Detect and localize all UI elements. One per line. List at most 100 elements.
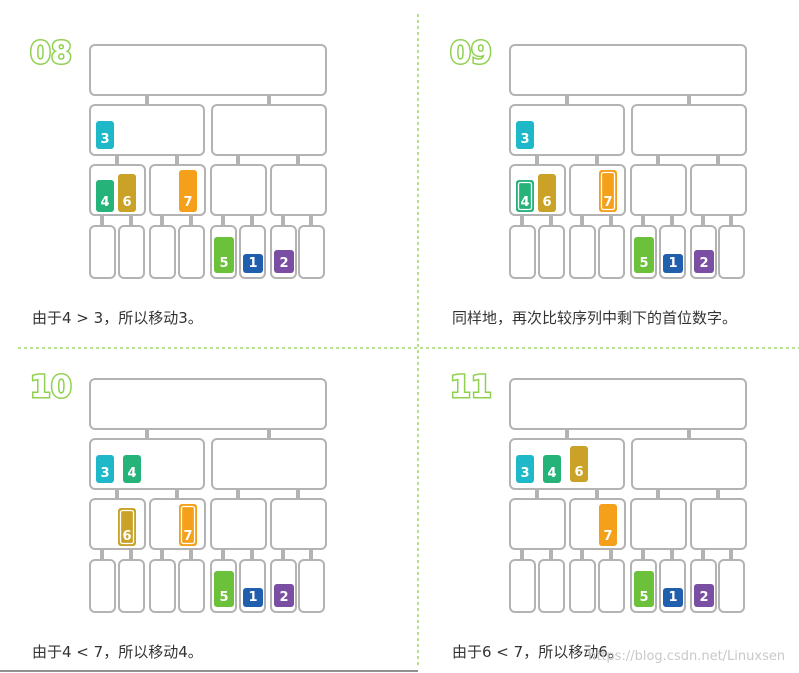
number-card-label: 2: [699, 256, 708, 271]
leaf-box-4: [178, 225, 205, 279]
tree-connector: [701, 549, 705, 560]
number-card-2: 2: [274, 584, 294, 607]
tree-connector: [729, 549, 733, 560]
leaf-box-3: [149, 225, 176, 279]
tree-connector: [100, 215, 104, 226]
watermark: https://blog.csdn.net/Linuxsen: [588, 649, 785, 664]
level1-left-box: [89, 438, 205, 490]
number-card-label: 2: [279, 590, 288, 605]
number-card-2: 2: [694, 250, 714, 273]
number-card-body: [179, 170, 197, 212]
tree-connector: [129, 549, 133, 560]
number-card-4: 4: [123, 455, 141, 483]
tree-connector: [115, 155, 119, 165]
step-number: 10: [30, 370, 72, 405]
tree-connector: [520, 549, 524, 560]
tree-connector: [189, 215, 193, 226]
tree-connector: [236, 155, 240, 165]
tree-connector: [100, 549, 104, 560]
tree-connector: [549, 549, 553, 560]
selected-ring: [119, 509, 135, 545]
tree-connector: [129, 215, 133, 226]
number-card-label: 4: [127, 466, 136, 481]
tree-connector: [309, 549, 313, 560]
number-card-5: 5: [214, 571, 234, 607]
number-card-7: 7: [599, 170, 617, 212]
tree-connector: [729, 215, 733, 226]
level2-box-4: [270, 164, 327, 216]
number-card-3: 3: [96, 121, 114, 149]
number-card-body: [243, 588, 263, 607]
tree-connector: [221, 549, 225, 560]
tree-connector: [549, 215, 553, 226]
tree-connector: [687, 429, 691, 439]
tree-connector: [160, 549, 164, 560]
number-card-body: [516, 121, 534, 149]
number-card-6: 6: [538, 174, 556, 212]
number-card-body: [694, 250, 714, 273]
number-card-label: 5: [639, 256, 648, 271]
number-card-body: [599, 170, 617, 212]
selected-ring: [517, 181, 533, 211]
number-card-label: 1: [248, 256, 257, 271]
number-card-label: 7: [183, 529, 192, 544]
number-card-body: [274, 250, 294, 273]
number-card-3: 3: [516, 121, 534, 149]
level2-box-4: [690, 164, 747, 216]
leaf-box-2: [118, 225, 145, 279]
tree-connector: [281, 549, 285, 560]
number-card-body: [123, 455, 141, 483]
leaf-box-4: [178, 559, 205, 613]
selected-ring: [600, 171, 616, 211]
leaf-box-3: [569, 225, 596, 279]
level1-right-box: [211, 438, 327, 490]
number-card-2: 2: [694, 584, 714, 607]
leaf-box-3: [149, 559, 176, 613]
number-card-body: [570, 446, 588, 482]
number-card-label: 5: [639, 590, 648, 605]
level2-box-3: [210, 164, 267, 216]
number-card-label: 3: [520, 466, 529, 481]
number-card-label: 4: [547, 466, 556, 481]
number-card-label: 2: [699, 590, 708, 605]
tree-connector: [565, 95, 569, 105]
tree-connector: [656, 489, 660, 499]
number-card-4: 4: [516, 180, 534, 212]
step-number: 11: [450, 370, 492, 405]
number-card-4: 4: [543, 455, 561, 483]
number-card-1: 1: [663, 254, 683, 273]
tree-connector: [250, 215, 254, 226]
number-card-body: [96, 121, 114, 149]
tree-connector: [236, 489, 240, 499]
tree-connector: [115, 489, 119, 499]
tree-connector: [145, 429, 149, 439]
leaf-box-1: [509, 559, 536, 613]
number-card-1: 1: [243, 254, 263, 273]
leaf-box-8: [298, 559, 325, 613]
leaf-box-2: [538, 225, 565, 279]
tree-connector: [535, 155, 539, 165]
number-card-5: 5: [634, 571, 654, 607]
number-card-body: [118, 174, 136, 212]
tree-connector: [670, 549, 674, 560]
number-card-label: 3: [520, 132, 529, 147]
step-caption: 由于6 < 7，所以移动6。: [452, 643, 623, 661]
tree-connector: [175, 489, 179, 499]
number-card-body: [516, 455, 534, 483]
tree-connector: [609, 549, 613, 560]
tree-connector: [296, 155, 300, 165]
number-card-body: [179, 504, 197, 546]
number-card-5: 5: [214, 237, 234, 273]
number-card-body: [634, 571, 654, 607]
number-card-body: [516, 180, 534, 212]
number-card-body: [538, 174, 556, 212]
leaf-box-3: [569, 559, 596, 613]
number-card-label: 1: [668, 590, 677, 605]
level1-left-box: [89, 104, 205, 156]
number-card-3: 3: [516, 455, 534, 483]
number-card-3: 3: [96, 455, 114, 483]
tree-connector: [641, 549, 645, 560]
tree-connector: [641, 215, 645, 226]
tree-connector: [250, 549, 254, 560]
